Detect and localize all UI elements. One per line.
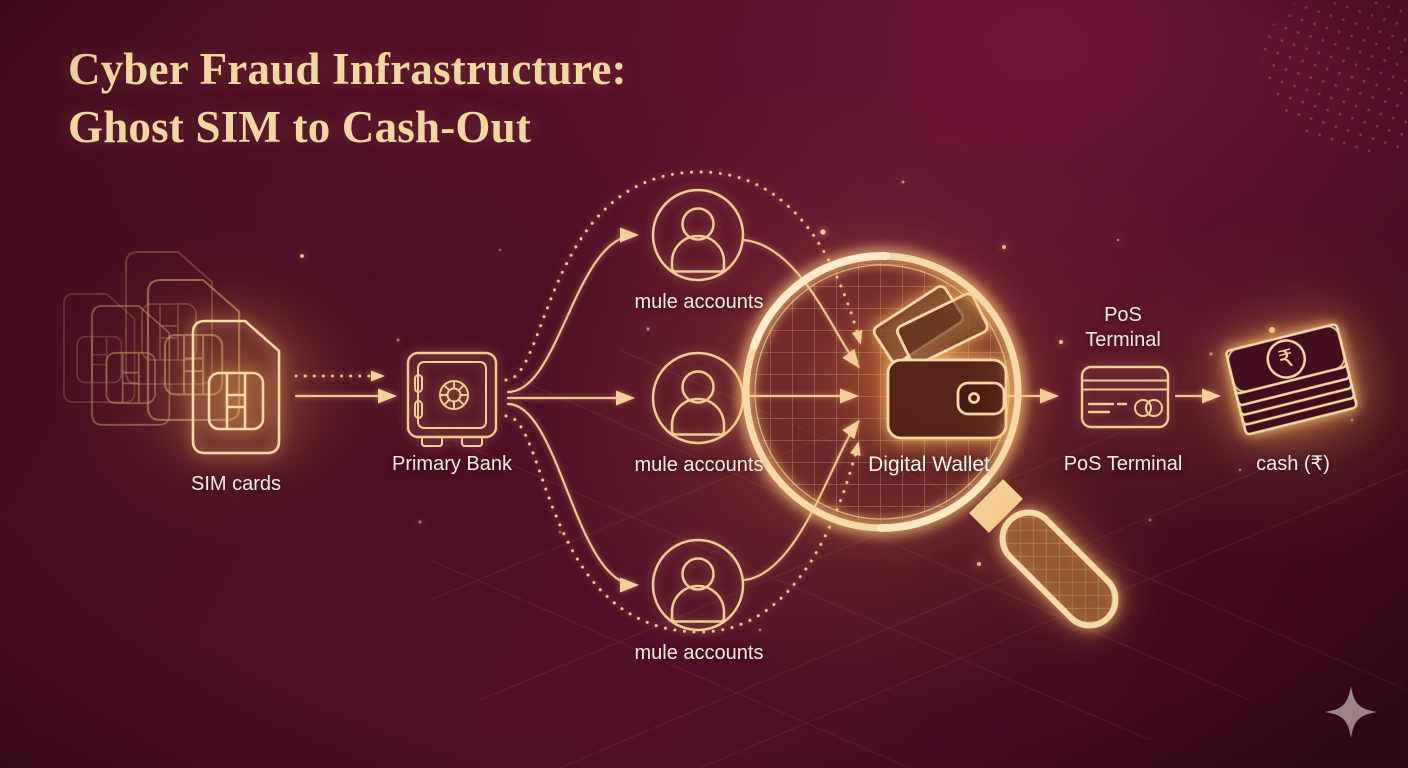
title-line-1: Cyber Fraud Infrastructure: [68,44,627,94]
label-pos-terminal-below: PoS Terminal [1063,453,1183,475]
label-primary-bank: Primary Bank [391,453,513,475]
four-point-star-icon [1325,686,1377,738]
page-title: Cyber Fraud Infrastructure: Ghost SIM to… [68,40,627,156]
pos-terminal-icon [1080,365,1170,429]
user-icon [651,188,745,632]
label-digital-wallet: Digital Wallet [868,453,990,476]
label-mule-accounts-top: mule accounts [634,291,764,313]
label-mule-accounts-middle: mule accounts [634,454,764,476]
label-cash: cash (₹) [1256,453,1330,475]
halftone-dots [1261,0,1408,155]
label-pos-terminal-above: PoS Terminal [1085,304,1161,351]
label-sim-cards: SIM cards [190,473,282,495]
label-mule-accounts-bottom: mule accounts [634,642,764,664]
title-line-2: Ghost SIM to Cash-Out [68,102,532,152]
